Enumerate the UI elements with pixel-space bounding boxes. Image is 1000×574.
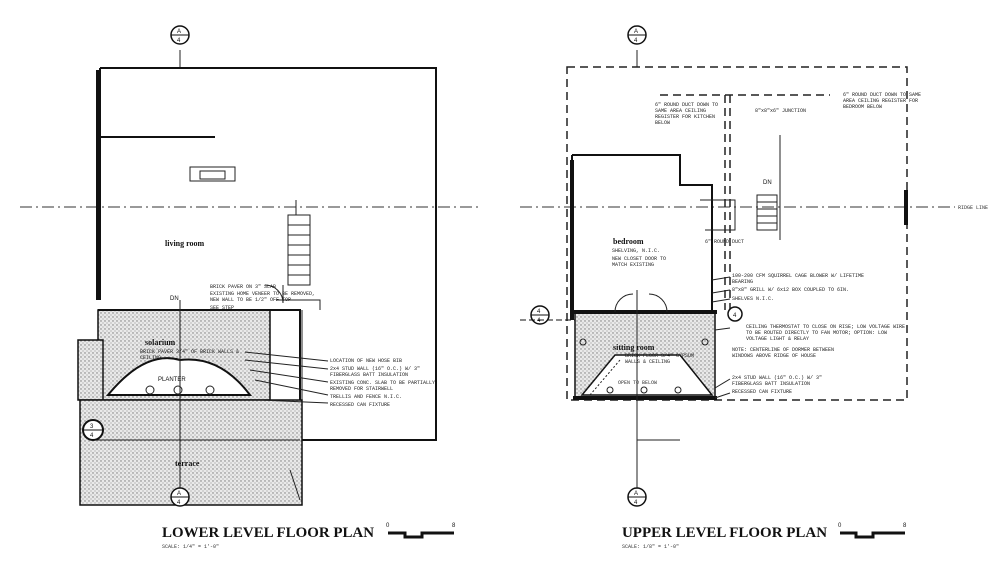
- roof-outline: [566, 66, 908, 401]
- svg-text:3: 3: [90, 424, 94, 430]
- note: SHELVES N.I.C.: [732, 296, 775, 302]
- section-marker-bottom: A 4: [627, 487, 647, 507]
- svg-text:4: 4: [537, 309, 541, 315]
- svg-text:A: A: [634, 491, 638, 497]
- svg-text:A: A: [177, 491, 181, 497]
- note: EXISTING CONC. SLAB TO BE PARTIALLY REMO…: [330, 380, 436, 392]
- stair: [756, 194, 778, 231]
- open-to-below: [580, 354, 714, 396]
- lower-plan-scale: SCALE: 1/4" = 1'-0": [162, 544, 219, 550]
- doors: [614, 293, 668, 313]
- room-label-sitting: sitting room: [613, 343, 655, 352]
- note: BRICK PAVER ON 3" SLAB: [210, 284, 277, 290]
- note: CEILING THERMOSTAT TO CLOSE ON RISE; LOW…: [746, 324, 906, 342]
- solarium-note: BRICK PAVER 3/4" OF BRICK WALLS & CEILIN…: [140, 349, 240, 361]
- svg-text:A: A: [634, 29, 638, 35]
- detail-marker: 3 4: [82, 419, 104, 441]
- svg-text:4: 4: [634, 500, 638, 506]
- stair: [287, 200, 311, 286]
- section-marker-top: A 4: [170, 25, 190, 45]
- upper-plan-title: UPPER LEVEL FLOOR PLAN: [622, 525, 827, 541]
- svg-text:4: 4: [634, 38, 638, 44]
- svg-text:4: 4: [90, 433, 94, 439]
- upper-plan-scale: SCALE: 1/8" = 1'-0": [622, 544, 679, 550]
- planter-label: PLANTER: [158, 377, 186, 383]
- fireplace: [189, 166, 236, 182]
- scale-bar: 0 8: [386, 523, 456, 539]
- note: SHELVING, N.I.C.: [612, 248, 661, 254]
- section-marker-bottom: A 4: [170, 487, 190, 507]
- note: 2x4 STUD WALL (16" O.C.) W/ 3" FIBERGLAS…: [330, 366, 421, 378]
- lower-plan-title: LOWER LEVEL FLOOR PLAN: [162, 525, 374, 541]
- ridge-line-label: RIDGE LINE: [958, 205, 988, 211]
- note: SEE STEP: [210, 305, 235, 311]
- note: LOCATION OF NEW HOSE BIB: [330, 358, 403, 364]
- svg-text:A: A: [177, 29, 181, 35]
- lower-level-plan: living room solarium PLANTER terrace DN …: [20, 25, 480, 550]
- stair-label: DN: [170, 296, 179, 302]
- svg-text:8: 8: [452, 523, 456, 529]
- svg-text:4: 4: [177, 500, 181, 506]
- note: 6" ROUND DUCT DOWN TO SAME AREA CEILING …: [655, 102, 719, 126]
- note: NOTE: CENTERLINE OF DORMER BETWEEN WINDO…: [732, 347, 835, 359]
- svg-text:0: 0: [838, 523, 842, 529]
- room-label-bedroom: bedroom: [613, 237, 644, 246]
- upper-level-plan: RIDGE LINE DN bedroom sitting room OPEN …: [520, 25, 988, 550]
- note: RECESSED CAN FIXTURE: [732, 389, 793, 395]
- note: 8"x8"x6" JUNCTION: [755, 108, 807, 114]
- note: TRELLIS AND FENCE N.I.C.: [330, 394, 403, 400]
- note: 2x4 STUD WALL (16" O.C.) W/ 3" FIBERGLAS…: [732, 375, 823, 387]
- room-label-living: living room: [165, 239, 205, 248]
- stair-label: DN: [763, 180, 772, 186]
- room-label-solarium: solarium: [145, 338, 176, 347]
- note: 8"x8" GRILL W/ 6x12 BOX COUPLED TO 6IN.: [732, 287, 850, 293]
- detail-marker: 4 4: [520, 305, 575, 325]
- svg-text:0: 0: [386, 523, 390, 529]
- scale-bar: 0 8: [838, 523, 907, 539]
- open-to-below-label: OPEN TO BELOW: [618, 380, 657, 386]
- terrace-floor: [79, 399, 303, 506]
- svg-text:4: 4: [537, 318, 541, 324]
- note: 100-200 CFM SQUIRREL CAGE BLOWER W/ LIFE…: [732, 273, 865, 285]
- svg-text:4: 4: [177, 38, 181, 44]
- detail-marker-2: 4: [727, 306, 743, 322]
- sitting-note: BRICK FLOOR 3/4" GYPSUM WALLS & CEILING: [625, 353, 695, 365]
- note: 6" ROUND DUCT DOWN TO SAME AREA CEILING …: [843, 92, 922, 110]
- svg-text:8: 8: [903, 523, 907, 529]
- note: EXISTING HOME VENEER TO BE REMOVED, NEW …: [210, 291, 316, 303]
- svg-text:4: 4: [733, 313, 737, 319]
- note: NEW CLOSET DOOR TO MATCH EXISTING: [612, 256, 667, 268]
- section-marker-top: A 4: [627, 25, 647, 45]
- room-label-terrace: terrace: [175, 459, 200, 468]
- note: 6" ROUND DUCT: [705, 239, 745, 245]
- note: RECESSED CAN FIXTURE: [330, 402, 391, 408]
